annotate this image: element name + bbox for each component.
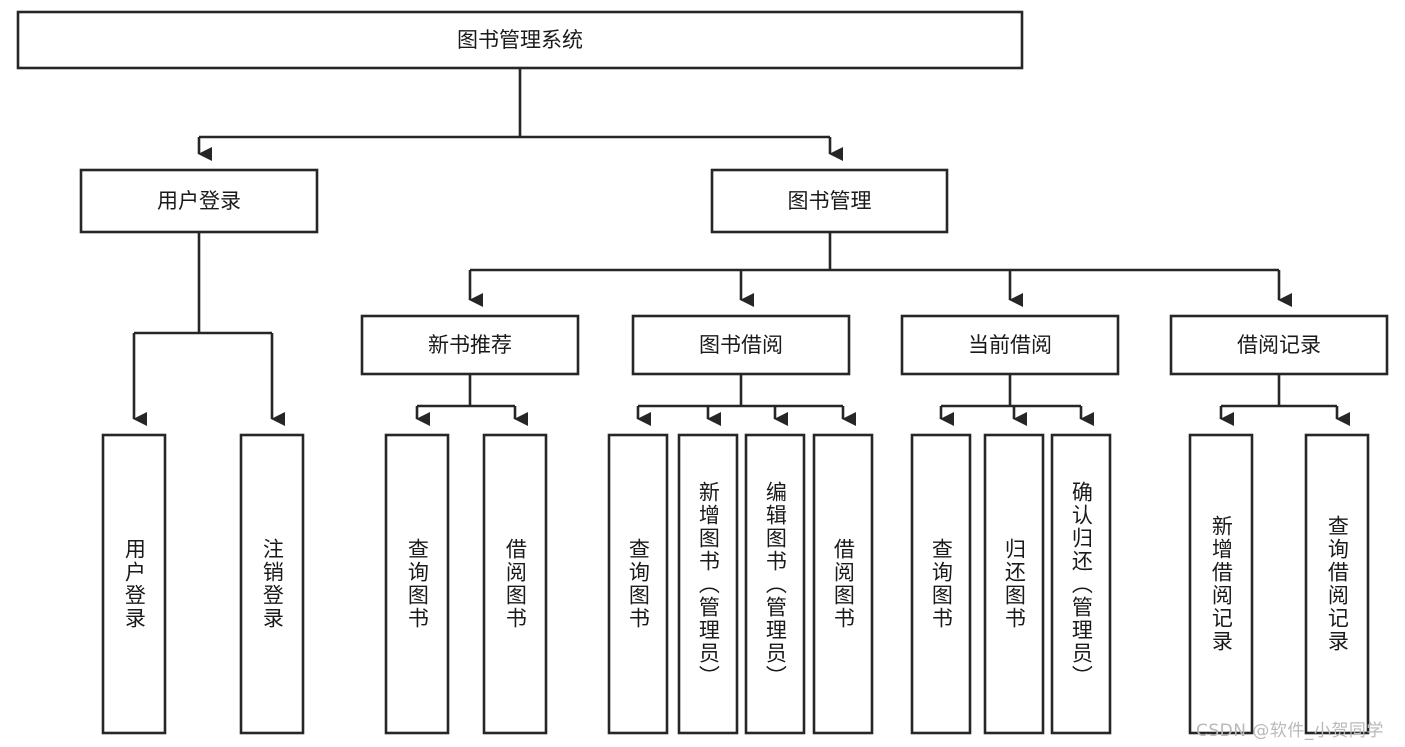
node-label-root: 图书管理系统 (457, 28, 583, 52)
node-leaf-confirm-return[interactable] (1050, 433, 1112, 735)
node-box-leaf-confirm-return[interactable] (1050, 433, 1112, 735)
node-box-leaf-query-book-3[interactable] (910, 433, 972, 735)
node-leaf-user-login[interactable] (101, 433, 167, 735)
node-box-user-login[interactable] (79, 168, 319, 234)
node-book-borrow[interactable]: 图书借阅 (631, 314, 851, 376)
connector-borrow-record-to-leaves (1219, 374, 1350, 426)
node-box-leaf-query-borrow-record[interactable] (1304, 433, 1370, 735)
node-leaf-query-book-1[interactable] (384, 433, 450, 735)
connector-new-book-recommend-to-leaves (415, 374, 528, 426)
node-box-leaf-user-logout[interactable] (239, 433, 305, 735)
node-label-current-borrow: 当前借阅 (968, 333, 1052, 357)
node-leaf-add-book[interactable] (677, 433, 739, 735)
node-box-book-borrow[interactable] (631, 314, 851, 376)
connector-book-borrow-to-leaves (636, 374, 856, 426)
connector-book-manage-to-level2 (468, 232, 1292, 307)
node-box-leaf-user-login[interactable] (101, 433, 167, 735)
node-box-book-manage[interactable] (710, 168, 949, 234)
node-box-leaf-edit-book[interactable] (744, 433, 806, 735)
node-current-borrow[interactable]: 当前借阅 (900, 314, 1120, 376)
watermark: CSDN @软件_小贺同学 (1196, 721, 1384, 741)
node-box-leaf-query-book-1[interactable] (384, 433, 450, 735)
node-new-book-recommend[interactable]: 新书推荐 (360, 314, 580, 376)
node-root[interactable]: 图书管理系统 (16, 10, 1024, 70)
node-label-user-login: 用户登录 (157, 189, 241, 213)
node-leaf-return-book[interactable] (983, 433, 1045, 735)
node-leaf-add-borrow-record[interactable] (1188, 433, 1254, 735)
node-box-new-book-recommend[interactable] (360, 314, 580, 376)
node-box-leaf-borrow-book-2[interactable] (812, 433, 874, 735)
node-box-leaf-query-book-2[interactable] (607, 433, 669, 735)
node-box-current-borrow[interactable] (900, 314, 1120, 376)
node-box-borrow-record[interactable] (1169, 314, 1389, 376)
node-box-root[interactable] (16, 10, 1024, 70)
node-label-book-manage: 图书管理 (788, 189, 872, 213)
node-borrow-record[interactable]: 借阅记录 (1169, 314, 1389, 376)
node-user-login[interactable]: 用户登录 (79, 168, 319, 234)
node-book-manage[interactable]: 图书管理 (710, 168, 949, 234)
node-box-leaf-add-borrow-record[interactable] (1188, 433, 1254, 735)
node-leaf-borrow-book-1[interactable] (482, 433, 548, 735)
node-box-leaf-return-book[interactable] (983, 433, 1045, 735)
node-leaf-user-logout[interactable] (239, 433, 305, 735)
node-label-borrow-record: 借阅记录 (1237, 333, 1321, 357)
node-leaf-borrow-book-2[interactable] (812, 433, 874, 735)
connector-current-borrow-to-leaves (939, 374, 1094, 426)
node-leaf-query-book-2[interactable] (607, 433, 669, 735)
node-leaf-edit-book[interactable] (744, 433, 806, 735)
node-leaf-query-borrow-record[interactable] (1304, 433, 1370, 735)
node-leaf-query-book-3[interactable] (910, 433, 972, 735)
node-box-leaf-add-book[interactable] (677, 433, 739, 735)
connector-root-to-level1 (197, 68, 843, 161)
node-label-new-book-recommend: 新书推荐 (428, 333, 512, 357)
connector-user-login-to-leaves (132, 232, 285, 426)
node-box-leaf-borrow-book-1[interactable] (482, 433, 548, 735)
node-label-book-borrow: 图书借阅 (699, 333, 783, 357)
